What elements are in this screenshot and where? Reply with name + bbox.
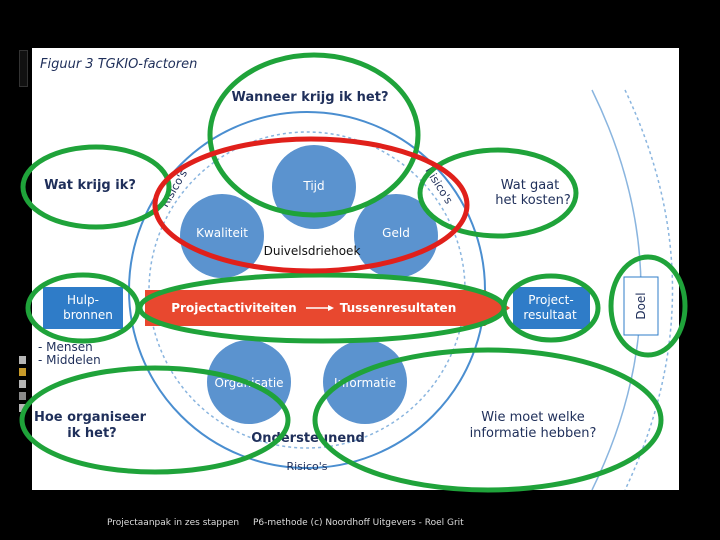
circle-kwaliteit — [180, 194, 264, 278]
accent-bar — [19, 356, 26, 364]
box-project-2: resultaat — [523, 308, 577, 322]
highlight-what — [20, 144, 172, 230]
circle-tijd — [272, 145, 356, 229]
right-arc — [624, 89, 674, 490]
accent-bar — [19, 392, 26, 400]
footer-right: P6-methode (c) Noordhoff Uitgevers - Roe… — [253, 518, 464, 528]
label-tijd: Tijd — [302, 179, 324, 193]
question-org-2: ik het? — [67, 426, 116, 441]
box-doel-label: Doel — [634, 292, 648, 319]
highlight-info — [312, 347, 664, 493]
resource-mensen: - Mensen — [38, 340, 93, 354]
arrow-left-label: Projectactiviteiten — [171, 301, 296, 315]
accent-bar — [19, 368, 26, 376]
accent-bar — [19, 50, 28, 87]
label-geld: Geld — [382, 226, 410, 240]
question-org-1: Hoe organiseer — [34, 410, 147, 425]
highlight-projectresultaat — [501, 273, 601, 343]
accent-bar — [19, 404, 26, 412]
box-doel — [623, 276, 659, 336]
box-projectresultaat — [513, 287, 590, 329]
arrow-connector-head — [328, 305, 334, 311]
accent-bar — [19, 380, 26, 388]
highlight-duivelsdriehoek — [152, 136, 470, 274]
resource-middelen: - Middelen — [38, 353, 101, 367]
box-hulpbronnen-1: Hulp- — [67, 293, 99, 307]
circle-geld — [354, 194, 438, 278]
footer-left: Projectaanpak in zes stappen — [107, 518, 240, 528]
highlight-doel — [608, 254, 688, 358]
box-hulpbronnen — [43, 287, 123, 329]
risico-label-bottom: Risico's — [286, 460, 327, 473]
box-project-1: Project- — [528, 293, 573, 307]
label-kwaliteit: Kwaliteit — [196, 226, 248, 240]
center-label: Duivelsdriehoek — [264, 244, 361, 258]
box-hulpbronnen-2: bronnen — [63, 308, 113, 322]
question-cost-2: het kosten? — [495, 193, 571, 208]
support-label: Ondersteunend — [251, 431, 365, 446]
question-what: Wat krijg ik? — [44, 178, 136, 193]
question-cost-1: Wat gaat — [501, 178, 560, 193]
figure-title: Figuur 3 TGKIO-factoren — [40, 57, 197, 72]
highlight-cost — [417, 147, 579, 239]
question-info-2: informatie hebben? — [470, 426, 597, 441]
highlight-when — [207, 52, 421, 218]
question-info-1: Wie moet welke — [481, 410, 584, 425]
question-when: Wanneer krijg ik het? — [232, 90, 389, 105]
highlight-org — [19, 365, 291, 475]
arrow-right-label: Tussenresultaten — [340, 301, 456, 315]
